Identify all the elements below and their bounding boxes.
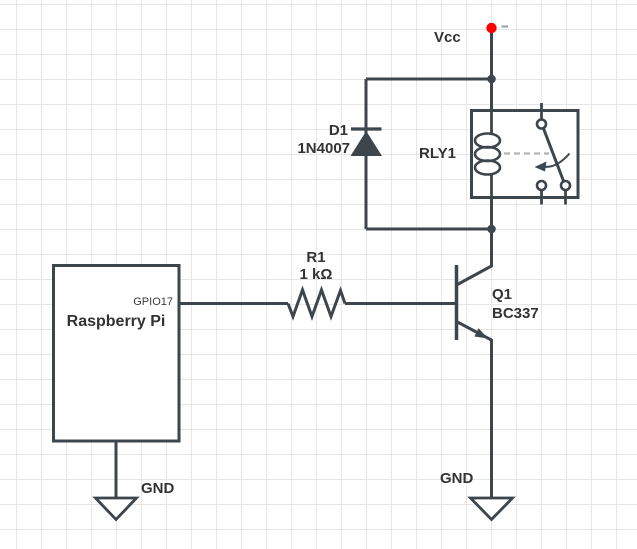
wire-emitter[interactable] <box>455 320 493 499</box>
actuation-arrow-icon <box>534 161 547 172</box>
relay-body[interactable] <box>470 109 580 199</box>
junction-dot-bottom <box>487 224 496 234</box>
junction-dot-top <box>487 74 496 84</box>
resistor-ref-label[interactable]: R1 <box>306 249 326 266</box>
gnd-symbol-right[interactable] <box>467 496 516 522</box>
gnd-right-label[interactable]: GND <box>440 470 474 487</box>
raspberry-pi-label[interactable]: Raspberry Pi <box>66 313 166 330</box>
gpio-pin-label[interactable]: GPIO17 <box>133 296 173 308</box>
relay-symbol[interactable] <box>470 103 580 205</box>
switch-no-contact <box>559 179 572 192</box>
raspberry-pi-box[interactable] <box>52 264 181 443</box>
gnd-left-label[interactable]: GND <box>141 480 175 497</box>
transistor-part-label[interactable]: BC337 <box>492 305 539 322</box>
vcc-terminal-dot[interactable] <box>486 22 497 34</box>
coil-loop-3 <box>473 159 502 176</box>
gnd-symbol-left[interactable] <box>92 496 140 522</box>
resistor-value-label[interactable]: 1 kΩ <box>299 266 333 283</box>
switch-arm <box>542 127 565 182</box>
transistor-ref-label[interactable]: Q1 <box>492 286 513 303</box>
wire-collector[interactable] <box>455 198 493 287</box>
emitter-arrow-icon <box>474 328 488 339</box>
diode-symbol[interactable] <box>350 127 383 156</box>
diode-ref-label[interactable]: D1 <box>328 122 348 139</box>
vcc-label[interactable]: Vcc <box>434 29 461 46</box>
switch-nc-contact <box>535 179 548 192</box>
diode-triangle <box>350 131 382 156</box>
transistor-symbol[interactable] <box>454 265 489 340</box>
resistor-symbol[interactable] <box>286 285 347 321</box>
diode-part-label[interactable]: 1N4007 <box>297 140 350 157</box>
relay-ref-label[interactable]: RLY1 <box>419 145 456 162</box>
switch-common-contact <box>535 118 548 130</box>
